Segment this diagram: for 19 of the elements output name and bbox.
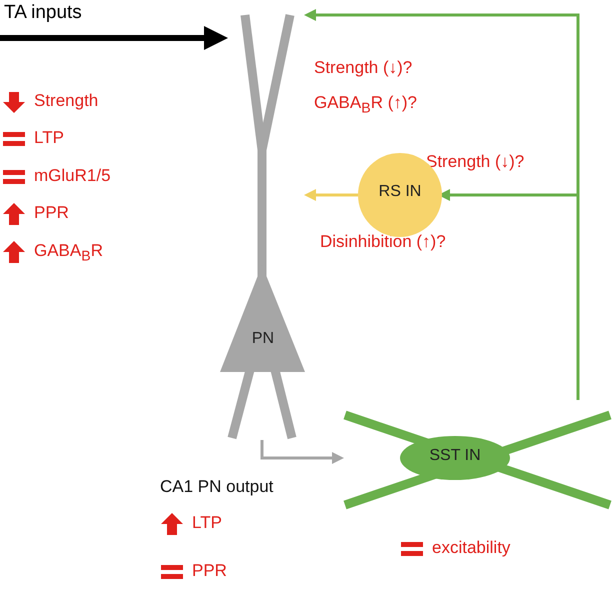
annotation-text: GABA$_{B}$R: [34, 241, 103, 264]
annotation-text: Strength: [34, 91, 98, 111]
arrow: [260, 440, 344, 464]
annotation-text: CA1 PN output: [160, 477, 274, 497]
annotation-text: LTP: [192, 513, 222, 533]
arrow: [0, 26, 228, 50]
annotation-text: PPR: [192, 561, 227, 581]
edge-label: Disinhibition (↑)?: [318, 232, 448, 252]
annotation-text: LTP: [34, 128, 64, 148]
node-label: RS IN: [378, 183, 422, 201]
node-label: SST IN: [428, 447, 482, 465]
annotation-text: mGluR1/5: [34, 166, 111, 186]
annotation-text: excitability: [432, 538, 510, 558]
annotation-text: GABA$_{B}$R (↑)?: [314, 93, 417, 116]
node-label: PN: [250, 330, 276, 348]
annotation-text: Strength (↓)?: [314, 58, 412, 78]
edge-label: TA inputs: [2, 2, 84, 24]
arrow: [304, 189, 358, 201]
annotation-text: PPR: [34, 203, 69, 223]
